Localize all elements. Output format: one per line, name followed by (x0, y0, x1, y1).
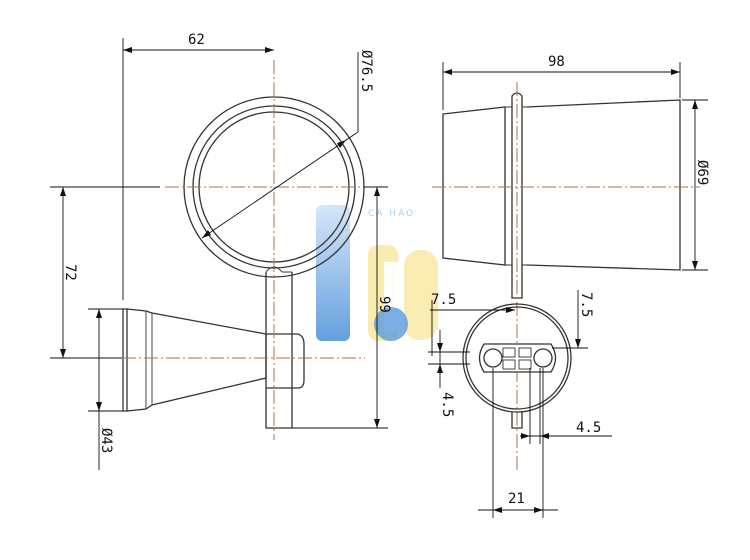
watermark-text: CA HÀO (368, 207, 415, 219)
side-view: 98 Ø69 (432, 54, 710, 470)
watermark-logo: CA HÀO (316, 205, 438, 341)
cup-right-section (526, 99, 681, 271)
band-joints (505, 106, 527, 266)
cup-left-section (442, 106, 506, 266)
dim-line-ring-diameter (201, 131, 359, 239)
slot-window-4 (518, 359, 532, 370)
base-flange (122, 308, 128, 412)
dim-label-ring-diameter: Ø76.5 (358, 50, 374, 92)
dim-label-slot-v-left: 4.5 (439, 392, 455, 417)
dim-label-side-diameter: Ø69 (694, 160, 710, 185)
dim-label-base-diameter: Ø43 (98, 428, 114, 453)
dim-label-slot-v-right: 4.5 (576, 420, 601, 436)
bottom-inner-circle (465, 306, 569, 410)
front-view: 62 Ø76.5 72 99 Ø43 (50, 32, 392, 470)
dim-label-21: 21 (508, 491, 525, 507)
clamp-band (511, 92, 523, 299)
slot-window-2 (518, 347, 532, 358)
dim-arrows-slot-v-left (437, 343, 443, 373)
dim-label-99: 99 (376, 296, 392, 313)
slot-hole-left (483, 348, 503, 368)
slot-window-3 (502, 359, 516, 370)
dim-label-slot-h-right: 7.5 (578, 292, 594, 317)
base-cone (126, 308, 267, 412)
stem-rod (265, 272, 293, 429)
dim-arrow-slot-h-right (575, 339, 581, 348)
slot-window-1 (502, 347, 516, 358)
bottom-view: 7.5 7.5 4.5 4.5 21 (428, 290, 612, 518)
bottom-stem (511, 412, 523, 429)
bottom-outer-circle (462, 303, 572, 413)
dim-label-62: 62 (188, 32, 205, 48)
slot-body (478, 343, 557, 373)
dim-label-98: 98 (548, 54, 565, 70)
dim-label-72: 72 (62, 264, 78, 281)
dim-arrow-slot-h-left (506, 307, 515, 313)
base-clamp (266, 333, 305, 389)
slot-hole-right (533, 348, 553, 368)
dim-label-slot-h-left: 7.5 (431, 292, 456, 308)
